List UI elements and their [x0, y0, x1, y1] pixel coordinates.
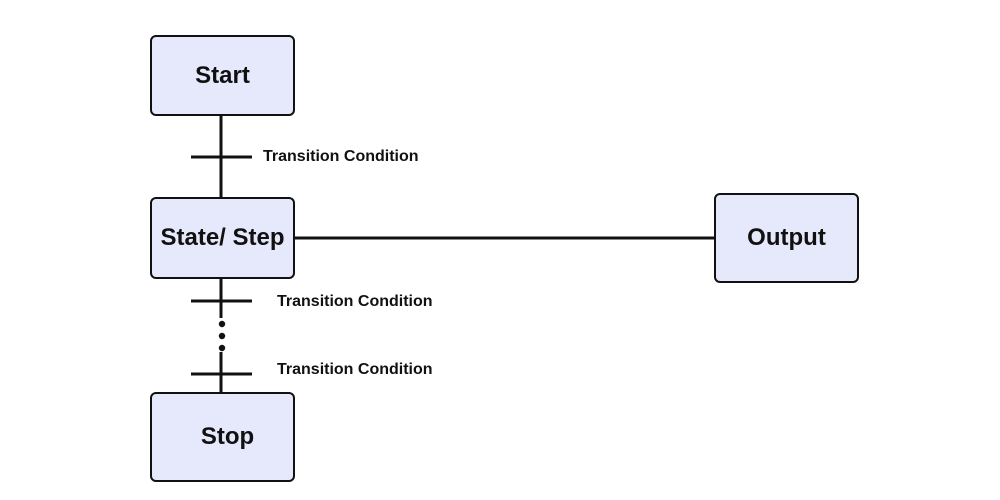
- node-stop: Stop: [150, 392, 295, 482]
- ellipsis-dot: [218, 320, 226, 328]
- ellipsis-dot: [218, 344, 226, 352]
- transition-label-1: Transition Condition: [263, 148, 419, 165]
- node-start-label: Start: [195, 61, 250, 89]
- node-output-label: Output: [747, 224, 826, 251]
- node-output: Output: [714, 193, 859, 283]
- ellipsis-dot: [218, 332, 226, 340]
- node-state-step: State/ Step: [150, 197, 295, 279]
- node-start: Start: [150, 35, 295, 116]
- transition-label-3: Transition Condition: [277, 361, 433, 378]
- node-stop-label: Stop: [200, 423, 255, 450]
- transition-label-2: Transition Condition: [277, 293, 433, 310]
- node-state-step-label: State/ Step: [160, 224, 285, 251]
